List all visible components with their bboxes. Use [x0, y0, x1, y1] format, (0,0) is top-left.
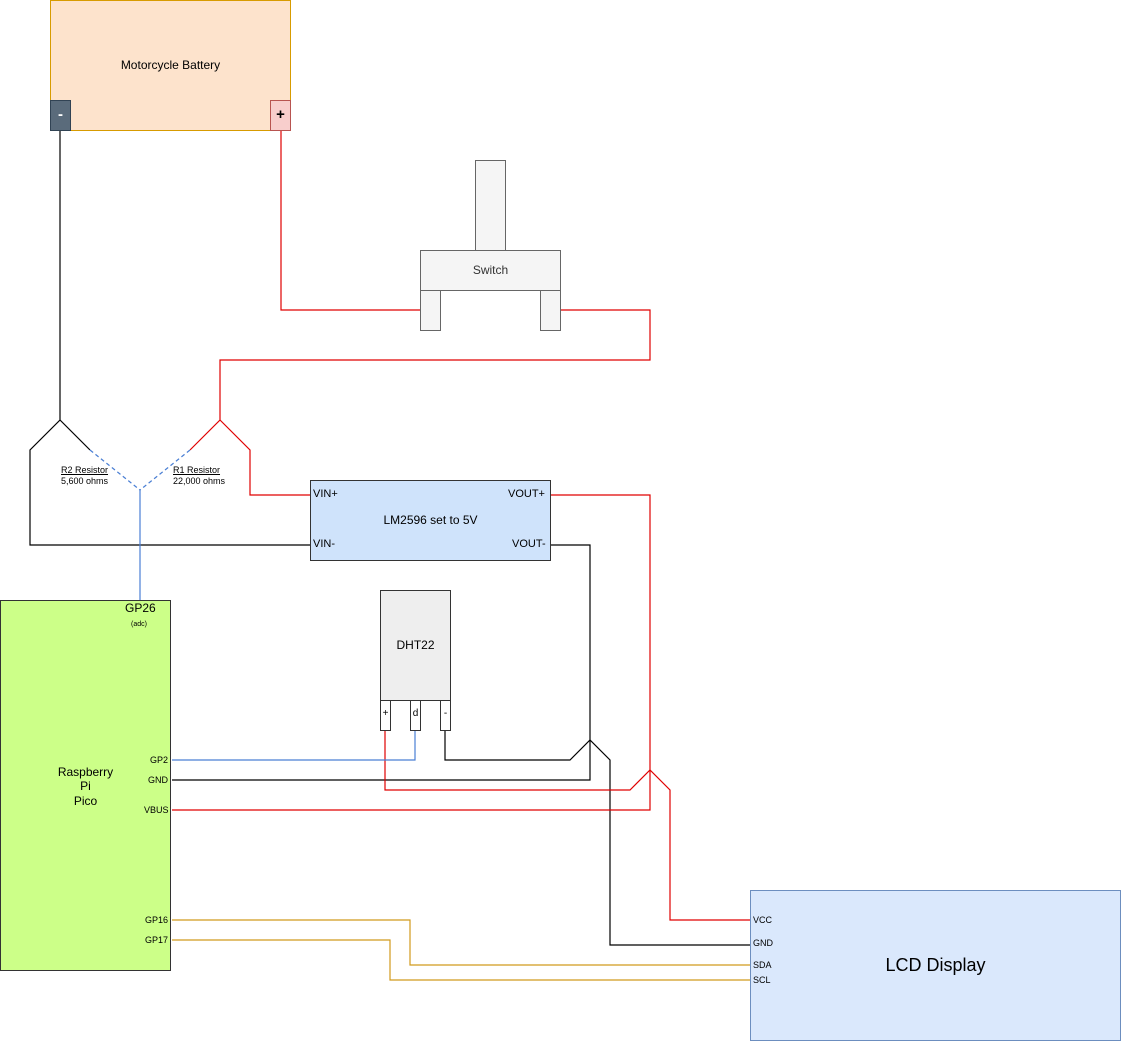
raspberry-pi-pico: [0, 600, 171, 971]
pico-gp16-pin: GP16: [145, 915, 169, 925]
switch-lever: [475, 160, 506, 251]
vout-minus-wire: [172, 544, 591, 781]
vin-plus-pin: VIN+: [313, 488, 338, 500]
r1-to-vin-wire: [219, 419, 310, 496]
lcd-label: LCD Display: [885, 955, 986, 975]
pico-gp17-pin: GP17: [145, 935, 169, 945]
motorcycle-battery: [50, 0, 291, 131]
r2-resistor-name: R2 Resistor: [61, 465, 109, 475]
dht22-data-pin: [410, 700, 421, 731]
switch-output-wire: [189, 309, 651, 451]
lcd-display: [750, 890, 1121, 1041]
lcd-scl-pin: SCL: [753, 975, 771, 985]
switch-left-pin: [420, 290, 441, 331]
pico-gp2-pin: GP2: [150, 755, 169, 765]
dht22-data-label: d: [412, 708, 419, 719]
dht22-minus-pin: [440, 700, 451, 731]
lcd-gnd-pin: GND: [753, 938, 773, 948]
switch-label: Switch: [472, 263, 509, 277]
battery-negative-terminal: [50, 100, 71, 131]
dht-power-wire: [384, 730, 750, 921]
r1-resistor-body: [139, 449, 191, 491]
r1-resistor-name: R1 Resistor: [173, 465, 221, 475]
battery-plus-label: +: [276, 106, 285, 123]
pico-label-line1: Raspberry: [57, 765, 114, 779]
dht22-minus-label: -: [443, 708, 448, 719]
r2-resistor-body: [89, 449, 141, 491]
r1-resistor-value: 22,000 ohms: [173, 476, 226, 486]
battery-positive-terminal: [270, 100, 291, 131]
dht-data-wire: [172, 730, 416, 761]
pico-gp26-pin: GP26: [125, 601, 156, 615]
dht22-plus-pin: [380, 700, 391, 731]
lcd-vcc-pin: VCC: [753, 915, 773, 925]
pico-label-line3: Pico: [73, 794, 98, 808]
battery-label: Motorcycle Battery: [120, 58, 221, 72]
battery-positive-wire: [280, 130, 420, 311]
battery-minus-label: -: [58, 106, 63, 123]
lcd-sda-pin: SDA: [753, 960, 772, 970]
vin-minus-pin: VIN-: [313, 538, 335, 550]
scl-wire: [172, 939, 750, 981]
vout-plus-wire: [172, 494, 651, 811]
pico-vbus-pin: VBUS: [144, 805, 169, 815]
regulator-label: LM2596 set to 5V: [383, 513, 478, 527]
sda-wire: [172, 919, 750, 966]
switch-right-pin: [540, 290, 561, 331]
pico-label-line2: Pi: [80, 779, 91, 793]
switch-body: [420, 250, 561, 291]
lm2596-regulator: [310, 480, 551, 561]
pico-adc-note: (adc): [131, 621, 147, 628]
dht22-plus-label: +: [382, 708, 389, 719]
pico-gnd-pin: GND: [148, 775, 168, 785]
r2-top-left-wire: [59, 419, 91, 451]
vout-minus-pin: VOUT-: [512, 538, 546, 550]
r2-resistor-value: 5,600 ohms: [61, 476, 109, 486]
dht22-label: DHT22: [396, 638, 435, 652]
battery-ground-wire: [29, 130, 310, 546]
dht-ground-wire: [444, 730, 750, 946]
dht22-sensor: [380, 590, 451, 701]
vout-plus-pin: VOUT+: [508, 488, 545, 500]
